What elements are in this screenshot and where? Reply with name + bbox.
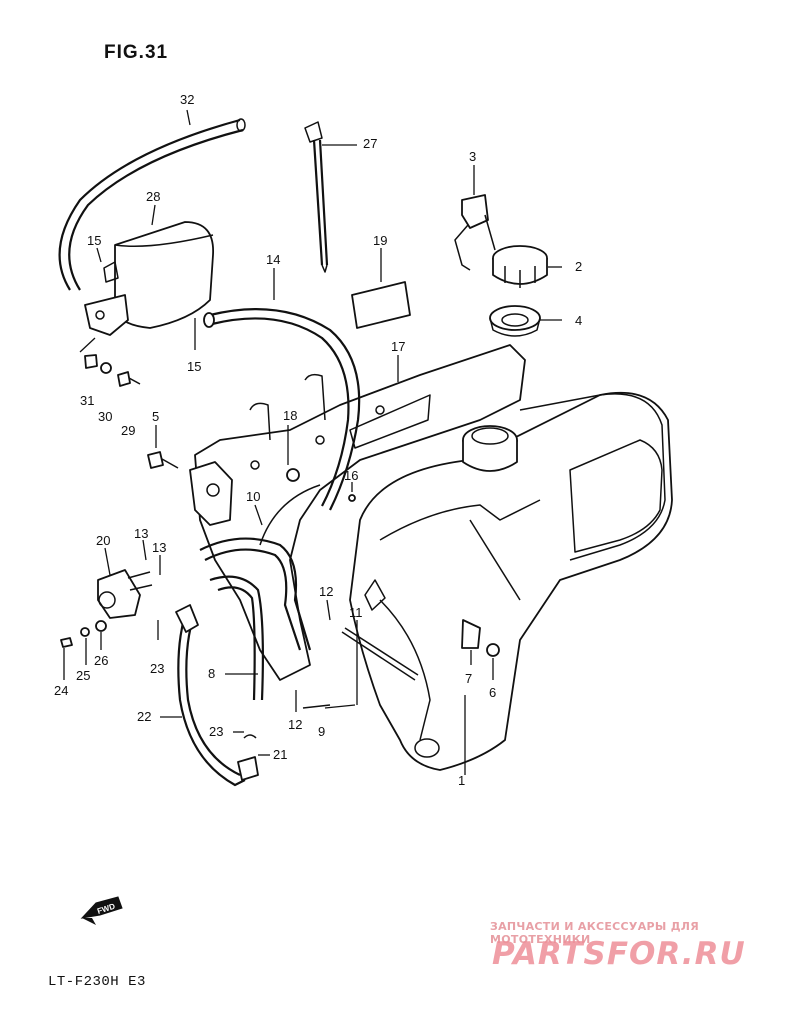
clamp-part-23 [243, 734, 257, 739]
callout-14: 14 [266, 252, 280, 267]
watermark-tagline: ЗАПЧАСТИ И АКСЕССУАРЫ ДЛЯ МОТОТЕХНИКИ [490, 920, 700, 946]
tank-bracket-part-17 [189, 344, 526, 681]
callout-2: 2 [575, 259, 582, 274]
figure-title: FIG.31 [104, 42, 169, 63]
callout-31: 31 [80, 393, 94, 408]
callout-17: 17 [391, 339, 405, 354]
hose-band-part-27 [304, 121, 329, 273]
callout-24: 24 [54, 683, 68, 698]
bolt-part-5 [147, 451, 179, 469]
cushion-part-7 [461, 619, 481, 649]
pad-part-19 [351, 281, 411, 329]
clip-part-16 [348, 494, 356, 502]
callout-10: 10 [246, 489, 260, 504]
callout-13a: 13 [134, 526, 148, 541]
callout-28: 28 [146, 189, 160, 204]
callout-15b: 15 [187, 359, 201, 374]
callout-9: 9 [318, 724, 325, 739]
callout-4: 4 [575, 313, 582, 328]
callout-29: 29 [121, 423, 135, 438]
screw-part-24 [60, 637, 73, 648]
callout-25: 25 [76, 668, 90, 683]
callout-22: 22 [137, 709, 151, 724]
fuel-hose-part-8 [209, 575, 264, 701]
callout-3: 3 [469, 149, 476, 164]
nut-part-26 [95, 620, 107, 632]
callout-7: 7 [465, 671, 472, 686]
fuel-valve-part-20 [97, 569, 153, 619]
fuel-hose-part-22 [175, 604, 259, 787]
callout-1: 1 [458, 773, 465, 788]
breather-hose-part-32 [58, 118, 246, 291]
fwd-arrow-icon: FWD [80, 896, 123, 925]
bolt-part-29 [117, 371, 141, 387]
callout-5: 5 [152, 409, 159, 424]
fuel-cap-part-2 [492, 245, 548, 288]
callout-6: 6 [489, 685, 496, 700]
callout-19: 19 [373, 233, 387, 248]
callout-8: 8 [208, 666, 215, 681]
fuel-tank-part-1 [349, 391, 673, 771]
cushion-part-6 [486, 643, 500, 657]
callout-labels: 1 2 3 4 5 6 7 8 9 10 11 12 12 13 13 14 1… [54, 92, 582, 788]
bolt-part-9 [302, 704, 331, 709]
callout-26: 26 [94, 653, 108, 668]
model-code: LT-F230H E3 [48, 974, 146, 990]
callout-30: 30 [98, 409, 112, 424]
callout-12b: 12 [288, 717, 302, 732]
callout-23a: 23 [150, 661, 164, 676]
callout-32: 32 [180, 92, 194, 107]
cap-strap-part-3 [454, 194, 496, 271]
callout-23b: 23 [209, 724, 223, 739]
callout-11: 11 [349, 605, 363, 620]
washer-part-30 [100, 362, 112, 374]
callout-12a: 12 [319, 584, 333, 599]
nut-part-31 [84, 354, 98, 369]
fuel-hose-part-14 [203, 308, 361, 511]
grommet-part-18 [286, 468, 300, 482]
callout-13b: 13 [152, 540, 166, 555]
callout-21: 21 [273, 747, 287, 762]
cap-gasket-part-4 [489, 305, 541, 337]
callout-20: 20 [96, 533, 110, 548]
callout-18: 18 [283, 408, 297, 423]
callout-27: 27 [363, 136, 377, 151]
callout-15a: 15 [87, 233, 101, 248]
washer-part-25 [80, 627, 90, 637]
callout-16: 16 [344, 468, 358, 483]
fuel-hose-part-10 [199, 537, 312, 651]
leader-lines [63, 109, 562, 775]
watermark-logo: PARTSFOR.RU [492, 936, 746, 972]
canister-part-28 [84, 221, 214, 336]
